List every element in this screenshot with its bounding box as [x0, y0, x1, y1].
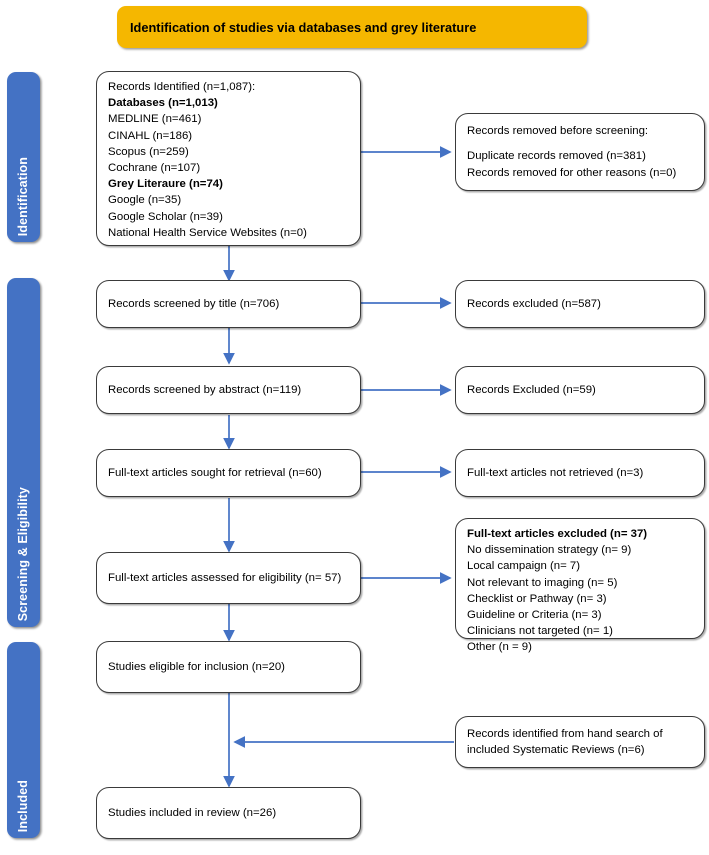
box-fulltext-assessed-eligibility: Full-text articles assessed for eligibil… — [96, 552, 361, 604]
line-medline: MEDLINE (n=461) — [108, 113, 202, 126]
phase-band-included: Included — [7, 642, 40, 838]
spacer — [467, 139, 693, 148]
line-records-identified-total: Records Identified (n=1,087): — [108, 81, 256, 93]
box-records-identified: Records Identified (n=1,087): Databases … — [96, 71, 361, 246]
label-fulltext-not-retrieved: Full-text articles not retrieved (n=3) — [467, 466, 644, 479]
line-reason-no-dissemination: No dissemination strategy (n= 9) — [467, 544, 632, 557]
line-google-scholar: Google Scholar (n=39) — [108, 210, 223, 223]
line-other-reasons-removed: Records removed for other reasons (n=0) — [467, 166, 677, 179]
label-records-screened-abstract: Records screened by abstract (n=119) — [108, 383, 302, 396]
phase-band-screening-eligibility-label: Screening & Eligibility — [16, 486, 31, 621]
label-studies-included-review: Studies included in review (n=26) — [108, 806, 277, 819]
line-duplicates-removed: Duplicate records removed (n=381) — [467, 150, 646, 163]
label-records-excluded-title: Records excluded (n=587) — [467, 297, 601, 310]
line-cochrane: Cochrane (n=107) — [108, 161, 201, 174]
line-scopus: Scopus (n=259) — [108, 145, 189, 158]
header-banner: Identification of studies via databases … — [117, 6, 587, 48]
box-records-excluded-title: Records excluded (n=587) — [455, 280, 705, 328]
line-reason-checklist-pathway: Checklist or Pathway (n= 3) — [467, 592, 607, 605]
line-hand-search-1: Records identified from hand search of — [467, 727, 663, 740]
line-google: Google (n=35) — [108, 194, 182, 207]
phase-band-identification: Identification — [7, 72, 40, 242]
box-records-removed-before-screening: Records removed before screening: Duplic… — [455, 113, 705, 191]
box-fulltext-excluded-reasons: Full-text articles excluded (n= 37) No d… — [455, 518, 705, 653]
header-banner-label: Identification of studies via databases … — [130, 19, 477, 35]
line-reason-local-campaign: Local campaign (n= 7) — [467, 560, 581, 573]
phase-band-screening-eligibility: Screening & Eligibility — [7, 278, 40, 627]
label-records-screened-title: Records screened by title (n=706) — [108, 297, 280, 310]
label-studies-eligible-inclusion: Studies eligible for inclusion (n=20) — [108, 660, 285, 673]
label-records-excluded-abstract: Records Excluded (n=59) — [467, 383, 596, 396]
phase-band-included-label: Included — [16, 779, 31, 832]
line-cinahl: CINAHL (n=186) — [108, 129, 193, 142]
line-reason-other: Other (n = 9) — [467, 641, 532, 654]
label-fulltext-assessed-eligibility: Full-text articles assessed for eligibil… — [108, 571, 342, 584]
box-fulltext-not-retrieved: Full-text articles not retrieved (n=3) — [455, 449, 705, 497]
box-fulltext-sought-retrieval: Full-text articles sought for retrieval … — [96, 449, 361, 497]
line-removed-heading: Records removed before screening: — [467, 125, 649, 138]
box-records-screened-abstract: Records screened by abstract (n=119) — [96, 366, 361, 414]
box-studies-eligible-inclusion: Studies eligible for inclusion (n=20) — [96, 641, 361, 693]
box-records-excluded-abstract: Records Excluded (n=59) — [455, 366, 705, 414]
box-studies-included-review: Studies included in review (n=26) — [96, 787, 361, 839]
phase-band-identification-label: Identification — [16, 156, 31, 236]
label-fulltext-sought-retrieval: Full-text articles sought for retrieval … — [108, 466, 322, 479]
box-hand-search-records: Records identified from hand search of i… — [455, 716, 705, 768]
line-hand-search-2: included Systematic Reviews (n=6) — [467, 744, 645, 756]
line-databases-total: Databases (n=1,013) — [108, 97, 218, 110]
line-reason-not-relevant-imaging: Not relevant to imaging (n= 5) — [467, 576, 618, 589]
box-records-screened-title: Records screened by title (n=706) — [96, 280, 361, 328]
line-grey-literature-total: Grey Literaure (n=74) — [108, 178, 223, 191]
line-reason-clinicians-not-targeted: Clinicians not targeted (n= 1) — [467, 625, 613, 638]
line-fulltext-excluded-total: Full-text articles excluded (n= 37) — [467, 528, 648, 540]
line-reason-guideline-criteria: Guideline or Criteria (n= 3) — [467, 608, 602, 621]
line-nhs-websites: National Health Service Websites (n=0) — [108, 226, 307, 239]
